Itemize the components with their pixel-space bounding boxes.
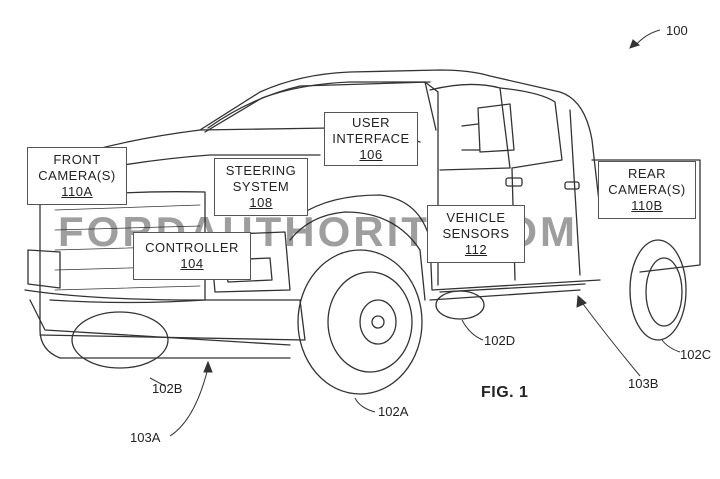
controller-ref: 104 [134, 256, 250, 272]
front-camera-line2: CAMERA(S) [28, 168, 126, 184]
front-camera-line1: FRONT [28, 152, 126, 168]
rear-camera-line2: CAMERA(S) [599, 182, 695, 198]
ref-100: 100 [666, 23, 688, 38]
ref-103a: 103A [130, 430, 160, 445]
steering-line2: SYSTEM [215, 179, 307, 195]
user-interface-ref: 106 [325, 147, 417, 163]
ref-102d: 102D [484, 333, 515, 348]
ref-103b: 103B [628, 376, 658, 391]
controller-box: CONTROLLER 104 [133, 232, 251, 280]
front-camera-box: FRONT CAMERA(S) 110A [27, 147, 127, 205]
steering-ref: 108 [215, 195, 307, 211]
vehicle-sensors-ref: 112 [428, 242, 524, 258]
rear-camera-box: REAR CAMERA(S) 110B [598, 161, 696, 219]
rear-camera-line1: REAR [599, 166, 695, 182]
steering-system-box: STEERING SYSTEM 108 [214, 158, 308, 216]
vehicle-sensors-box: VEHICLE SENSORS 112 [427, 205, 525, 263]
controller-line1: CONTROLLER [134, 240, 250, 256]
front-camera-ref: 110A [28, 184, 126, 200]
vehicle-sensors-line1: VEHICLE [428, 210, 524, 226]
user-interface-line2: INTERFACE [325, 131, 417, 147]
ref-102c: 102C [680, 347, 711, 362]
rear-camera-ref: 110B [599, 198, 695, 214]
user-interface-box: USER INTERFACE 106 [324, 112, 418, 166]
vehicle-sensors-line2: SENSORS [428, 226, 524, 242]
user-interface-line1: USER [325, 115, 417, 131]
ref-102b: 102B [152, 381, 182, 396]
steering-line1: STEERING [215, 163, 307, 179]
figure-label: FIG. 1 [481, 384, 528, 402]
ref-102a: 102A [378, 404, 408, 419]
